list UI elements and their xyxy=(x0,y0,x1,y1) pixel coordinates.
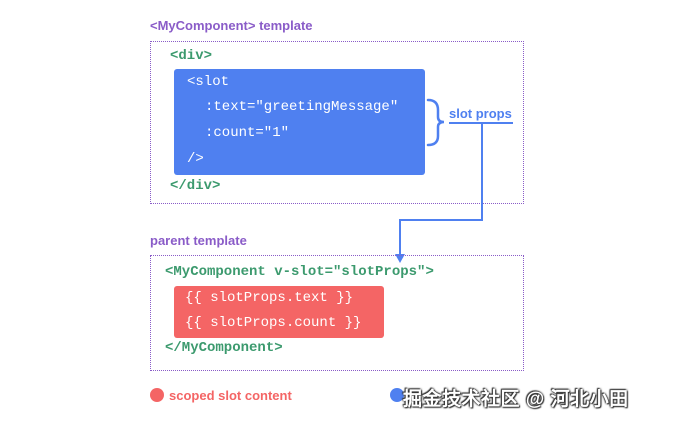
parent-template-label: parent template xyxy=(150,233,247,248)
div-close-tag: </div> xyxy=(170,178,221,194)
arrow-head-icon xyxy=(395,254,405,263)
scoped-slot-legend-dot xyxy=(150,388,164,402)
div-open-tag: <div> xyxy=(170,48,213,64)
slot-close-tag: /> xyxy=(187,151,204,167)
component-open-tag: <MyComponent v-slot="slotProps"> xyxy=(165,264,434,280)
slot-element-block xyxy=(174,69,425,175)
scoped-slot-content-block xyxy=(174,286,384,338)
slot-props-text-expression: {{ slotProps.text }} xyxy=(185,290,354,306)
component-close-tag: </MyComponent> xyxy=(165,340,283,356)
count-attribute: :count="1" xyxy=(205,125,290,141)
curly-brace-icon xyxy=(426,98,445,147)
scoped-slot-legend-label: scoped slot content xyxy=(169,388,292,403)
watermark-text: 掘金技术社区 @ 河北小田 xyxy=(403,389,629,410)
slot-props-label: slot props xyxy=(449,106,512,121)
slot-open-tag: <slot xyxy=(187,74,230,90)
connector-line xyxy=(399,123,483,255)
component-template-label: <MyComponent> template xyxy=(150,18,313,33)
slot-props-legend-dot xyxy=(390,388,404,402)
parent-template-box xyxy=(150,255,524,371)
component-template-box xyxy=(150,41,524,204)
slot-props-count-expression: {{ slotProps.count }} xyxy=(185,315,362,331)
text-attribute: :text="greetingMessage" xyxy=(205,99,399,115)
